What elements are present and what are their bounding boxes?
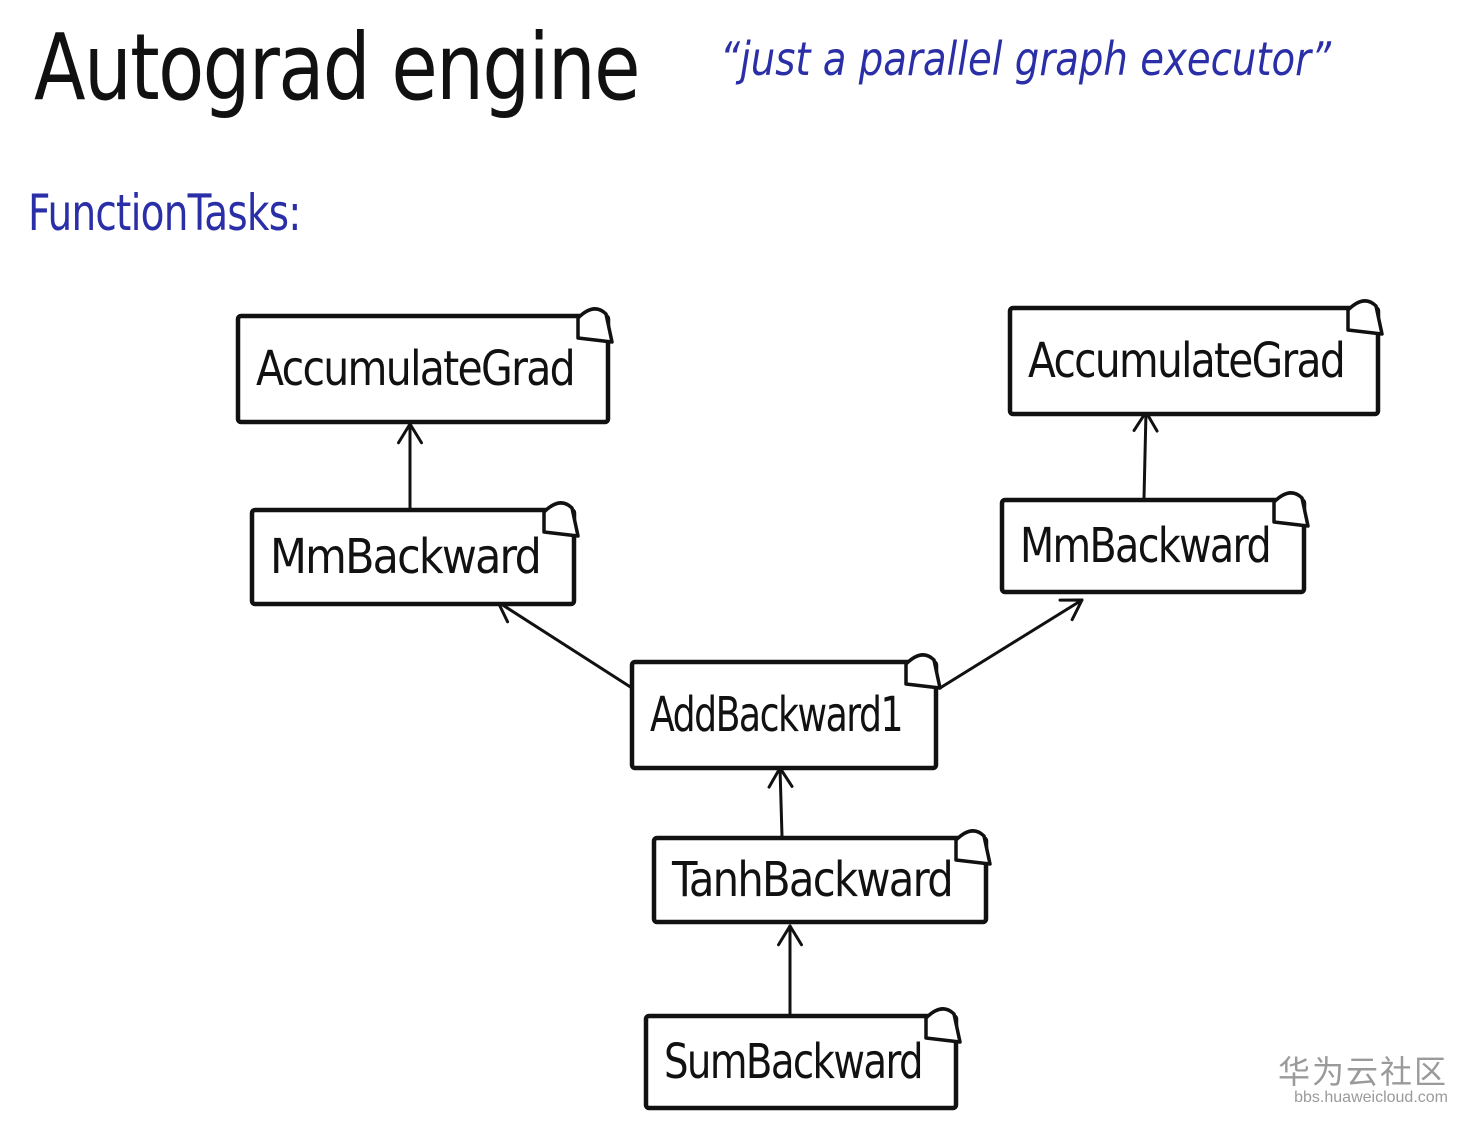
edge-line — [778, 766, 784, 838]
node-box — [249, 507, 577, 607]
page-title: Autograd engine — [34, 14, 640, 121]
edge-mm_left-to-acc_left — [397, 422, 423, 510]
watermark: 华为云社区 bbs.huaweicloud.com — [1278, 1056, 1448, 1107]
node-label: MmBackward — [1020, 518, 1270, 574]
node-label: TanhBackward — [671, 852, 952, 908]
quote-subtitle: “just a parallel graph executor” — [720, 32, 1332, 86]
node-box — [1007, 305, 1381, 417]
watermark-url: bbs.huaweicloud.com — [1294, 1088, 1448, 1106]
node-label: AccumulateGrad — [256, 341, 574, 397]
node-mm-right: MmBackward — [999, 491, 1310, 595]
arrow-head-icon — [1058, 598, 1084, 622]
node-mm-left: MmBackward — [249, 501, 580, 607]
edge-line — [938, 598, 1084, 690]
section-label: FunctionTasks: — [28, 184, 301, 242]
edge-mm_right-to-acc_right — [1132, 410, 1159, 500]
node-box — [651, 835, 989, 925]
node-box — [643, 1013, 959, 1111]
node-tanh: TanhBackward — [651, 829, 992, 925]
edge-tanh-to-add — [767, 766, 794, 838]
node-acc-right: AccumulateGrad — [1007, 299, 1384, 417]
node-label: SumBackward — [664, 1034, 922, 1090]
edge-add-to-mm_left — [496, 600, 634, 690]
node-label: MmBackward — [270, 529, 540, 585]
dog-ear-icon — [924, 1007, 962, 1044]
node-add: AddBackward1 — [629, 653, 942, 771]
dog-ear-icon — [904, 653, 942, 690]
node-box — [235, 313, 611, 425]
edge-add-to-mm_right — [938, 598, 1084, 690]
node-sum: SumBackward — [643, 1007, 962, 1111]
dog-ear-icon — [576, 307, 614, 344]
node-label: AddBackward1 — [650, 687, 902, 743]
edge-line — [1142, 410, 1148, 500]
node-acc-left: AccumulateGrad — [235, 307, 614, 425]
dog-ear-icon — [954, 829, 992, 866]
node-label: AccumulateGrad — [1028, 333, 1344, 389]
edge-line — [496, 600, 634, 690]
dog-ear-icon — [1346, 299, 1384, 336]
watermark-brand: 华为云社区 — [1277, 1052, 1448, 1091]
node-box — [629, 659, 939, 771]
arrow-head-icon — [777, 924, 803, 947]
dog-ear-icon — [542, 501, 580, 538]
dog-ear-icon — [1272, 491, 1310, 528]
edge-sum-to-tanh — [777, 924, 803, 1016]
node-box — [999, 497, 1307, 595]
